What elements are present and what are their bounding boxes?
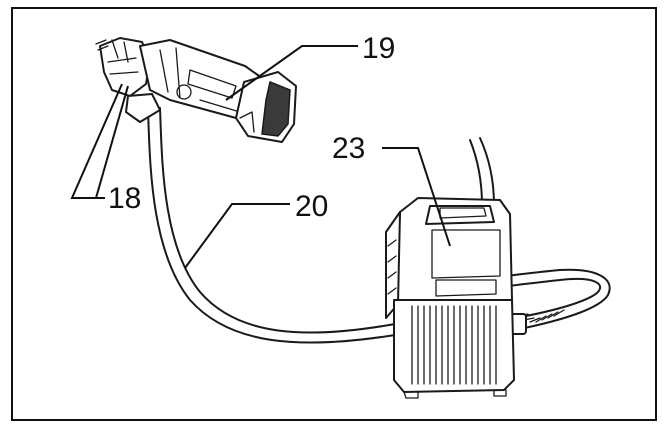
leader-18a — [70, 83, 123, 199]
callout-23: 23 — [332, 132, 365, 165]
callout-18: 18 — [108, 182, 141, 215]
callout-20: 20 — [295, 190, 328, 223]
callout-19: 19 — [362, 32, 395, 65]
leader-20 — [184, 203, 290, 269]
diagram-frame — [11, 7, 657, 421]
crimping-tool — [95, 37, 297, 143]
pump-unit — [385, 137, 515, 399]
leader-23 — [382, 147, 451, 247]
leader-18b — [95, 85, 129, 199]
leader-19 — [225, 45, 358, 101]
